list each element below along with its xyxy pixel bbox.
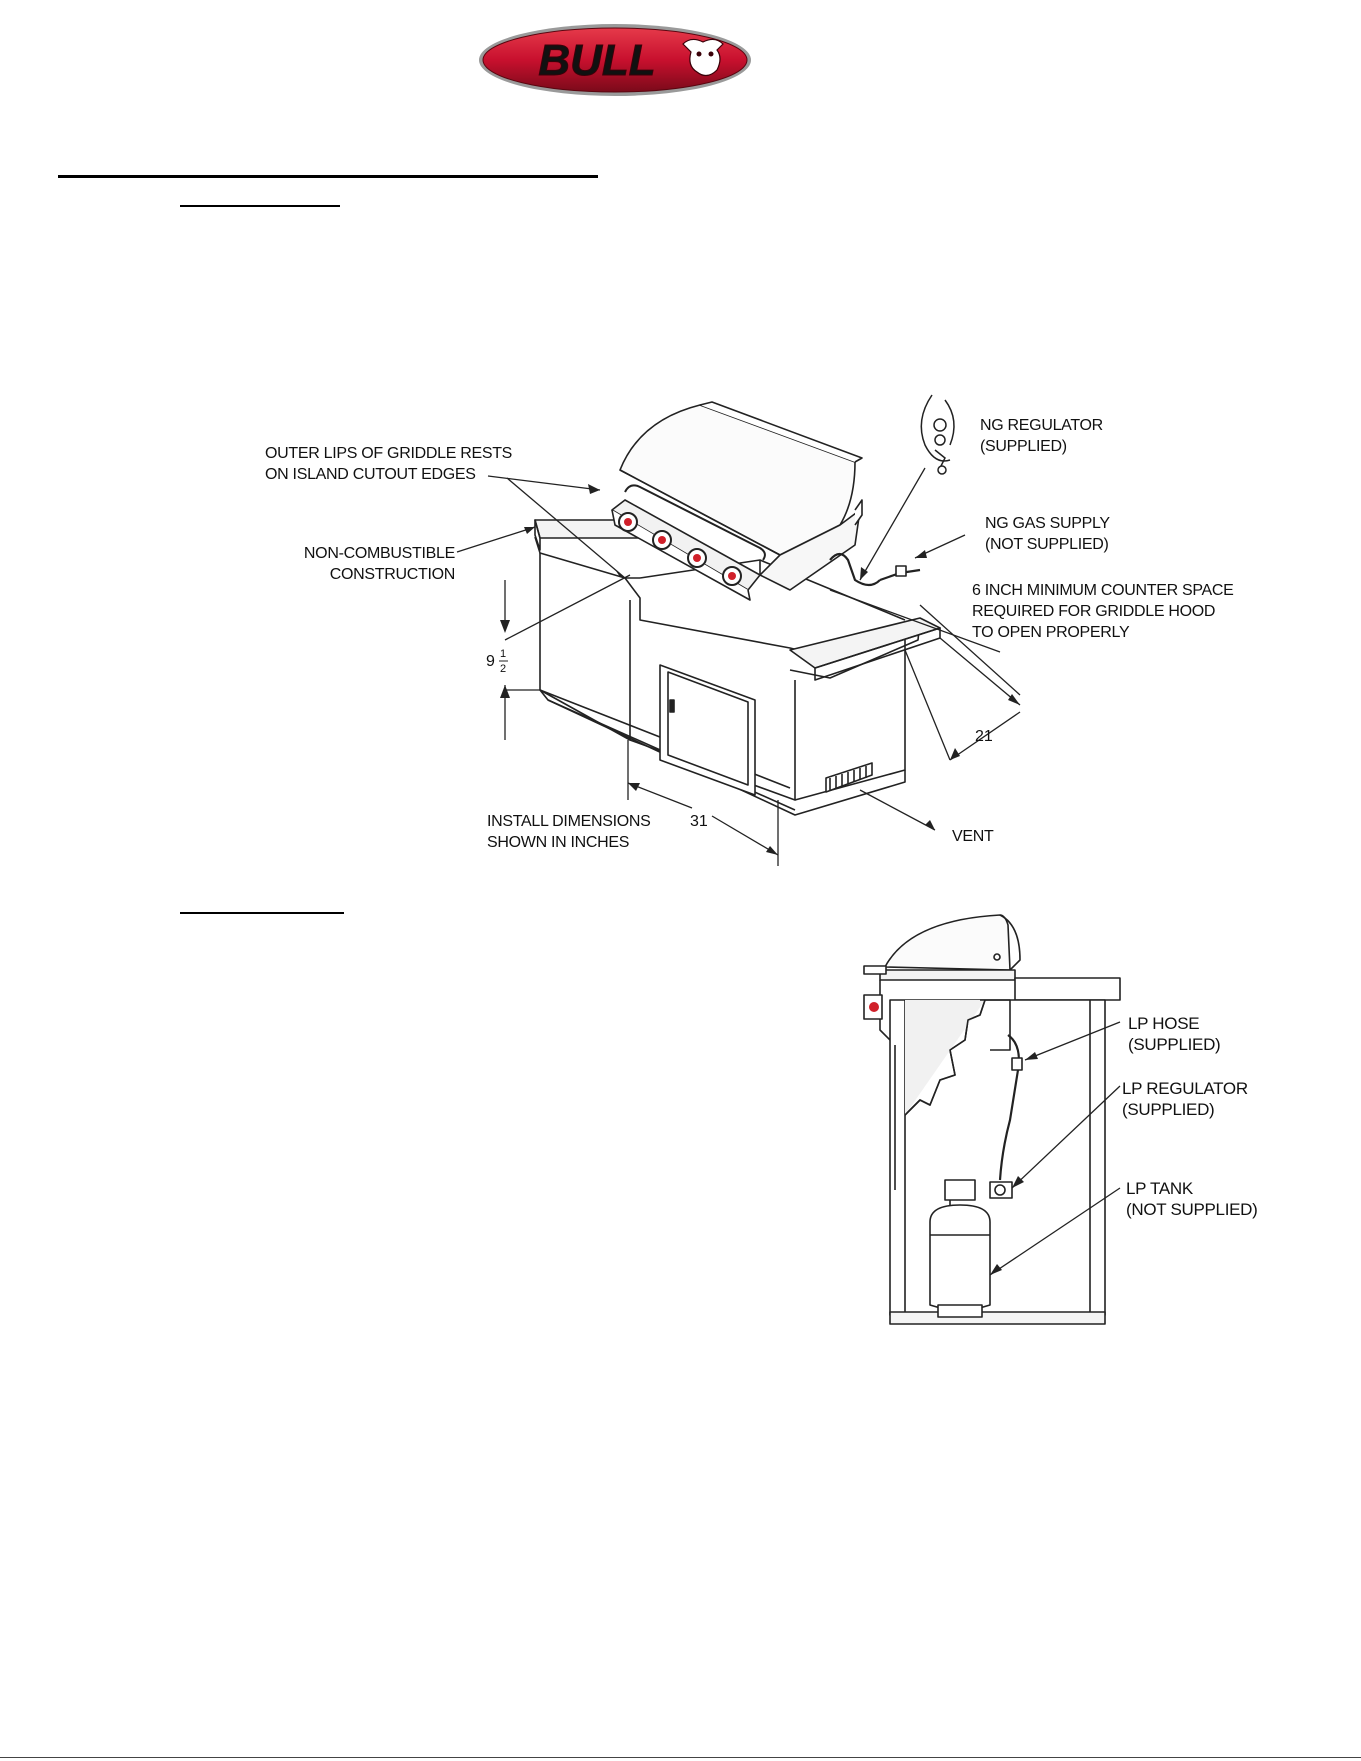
control-knob-icons bbox=[618, 512, 742, 586]
label-vent: VENT bbox=[952, 828, 994, 845]
width-dimension: 31 bbox=[690, 813, 708, 830]
label-counter-space-line3: TO OPEN PROPERLY bbox=[972, 624, 1130, 641]
label-lp-hose: LP HOSE (SUPPLIED) bbox=[1128, 1013, 1221, 1055]
lp-tank-icon bbox=[929, 1179, 991, 1318]
section-heading-rule bbox=[58, 175, 598, 178]
label-lp-regulator-line1: LP REGULATOR bbox=[1122, 1079, 1248, 1098]
footer-rule bbox=[0, 1757, 1361, 1758]
lp-diagram-drawing bbox=[863, 914, 1121, 1325]
label-lp-tank-line1: LP TANK bbox=[1126, 1179, 1193, 1198]
label-counter-space: 6 INCH MINIMUM COUNTER SPACE REQUIRED FOR… bbox=[972, 580, 1234, 643]
label-ng-regulator-line1: NG REGULATOR bbox=[980, 417, 1103, 434]
ng-diagram-drawing: 9 1 2 21 31 bbox=[456, 394, 1021, 866]
subsection-ng-heading-rule bbox=[180, 205, 340, 207]
height-dimension-denominator: 2 bbox=[500, 663, 506, 675]
bull-logo-graphic: BULL bbox=[479, 24, 751, 96]
label-ng-regulator-line2: (SUPPLIED) bbox=[980, 438, 1067, 455]
depth-dimension: 21 bbox=[975, 728, 993, 745]
label-counter-space-line1: 6 INCH MINIMUM COUNTER SPACE bbox=[972, 582, 1234, 599]
label-outer-lips: OUTER LIPS OF GRIDDLE RESTS ON ISLAND CUT… bbox=[265, 443, 512, 485]
label-non-combustible-line1: NON-COMBUSTIBLE bbox=[303, 545, 455, 562]
label-lp-regulator: LP REGULATOR (SUPPLIED) bbox=[1122, 1078, 1248, 1120]
label-lp-tank: LP TANK (NOT SUPPLIED) bbox=[1126, 1178, 1258, 1220]
label-non-combustible: NON-COMBUSTIBLE CONSTRUCTION bbox=[290, 543, 455, 585]
height-dimension-numerator: 1 bbox=[500, 648, 506, 660]
label-ng-regulator: NG REGULATOR (SUPPLIED) bbox=[980, 415, 1103, 457]
label-install-dimensions-line2: SHOWN IN INCHES bbox=[487, 834, 630, 851]
bull-logo: BULL bbox=[477, 22, 753, 98]
griddle-unit bbox=[611, 401, 921, 601]
label-ng-gas-supply: NG GAS SUPPLY (NOT SUPPLIED) bbox=[985, 513, 1110, 555]
vent-grille bbox=[825, 762, 873, 793]
label-install-dimensions: INSTALL DIMENSIONS SHOWN IN INCHES bbox=[487, 811, 651, 853]
label-lp-regulator-line2: (SUPPLIED) bbox=[1122, 1100, 1215, 1119]
label-ng-gas-supply-line1: NG GAS SUPPLY bbox=[985, 515, 1110, 532]
bull-head-icon bbox=[682, 38, 724, 77]
lp-installation-diagram: LP HOSE (SUPPLIED) LP REGULATOR (SUPPLIED)… bbox=[850, 900, 1270, 1340]
label-lp-hose-line2: (SUPPLIED) bbox=[1128, 1035, 1221, 1054]
label-outer-lips-line2: ON ISLAND CUTOUT EDGES bbox=[265, 466, 476, 483]
logo-text: BULL bbox=[538, 36, 655, 85]
label-non-combustible-line2: CONSTRUCTION bbox=[329, 566, 456, 583]
label-counter-space-line2: REQUIRED FOR GRIDDLE HOOD bbox=[972, 603, 1216, 620]
ng-regulator-icon bbox=[920, 394, 955, 475]
label-lp-tank-line2: (NOT SUPPLIED) bbox=[1126, 1200, 1258, 1219]
label-install-dimensions-line1: INSTALL DIMENSIONS bbox=[487, 813, 651, 830]
label-lp-hose-line1: LP HOSE bbox=[1128, 1014, 1200, 1033]
label-ng-gas-supply-line2: (NOT SUPPLIED) bbox=[985, 536, 1109, 553]
height-dimension-whole: 9 bbox=[486, 653, 495, 670]
label-outer-lips-line1: OUTER LIPS OF GRIDDLE RESTS bbox=[265, 445, 513, 462]
subsection-lp-heading-rule bbox=[180, 912, 344, 914]
